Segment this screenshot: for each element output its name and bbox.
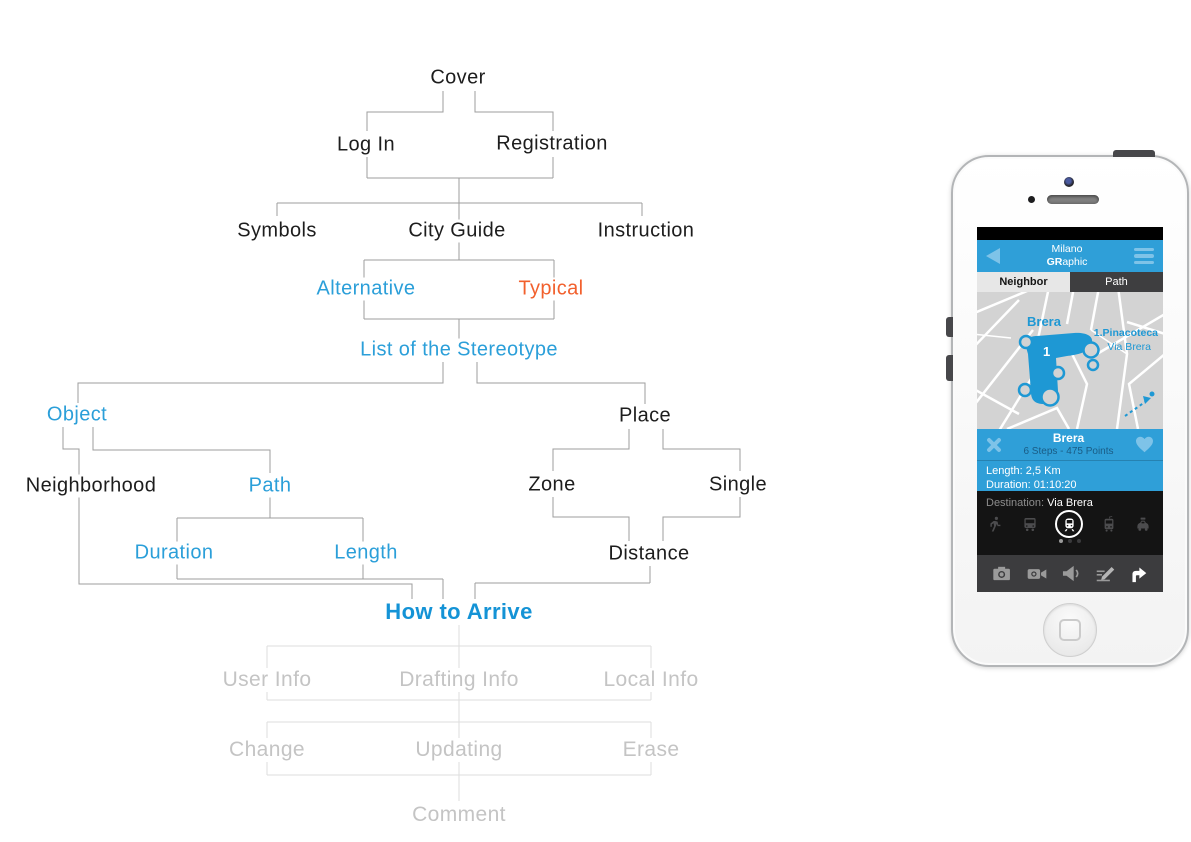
- route-info-bar: Brera 6 Steps - 475 Points: [977, 429, 1163, 460]
- node-updating: Updating: [408, 738, 510, 762]
- walking-route-hint: [1124, 391, 1155, 417]
- proximity-sensor: [1028, 196, 1035, 203]
- node-neighborhood: Neighborhood: [20, 474, 162, 498]
- destination-label: Destination:: [986, 497, 1045, 509]
- map-graphics: [977, 292, 1163, 429]
- node-distance: Distance: [603, 542, 695, 566]
- diagram-connector-lines: [62, 91, 741, 801]
- node-user-info: User Info: [215, 668, 319, 692]
- pagination-dots: [986, 539, 1154, 543]
- node-list-of-the-stereotype: List of the Stereotype: [355, 338, 563, 362]
- transport-mode-row: [986, 510, 1154, 538]
- directions-fork-icon[interactable]: [1129, 564, 1148, 583]
- media-action-bar: [977, 555, 1163, 592]
- dot: [1077, 539, 1081, 543]
- node-single: Single: [704, 473, 772, 497]
- destination-value: Via Brera: [1047, 497, 1093, 509]
- map-view[interactable]: Brera 1 1.Pinacoteca Via Brera: [977, 292, 1163, 429]
- close-icon[interactable]: [986, 437, 1002, 453]
- app-title: Milano GRaphic: [1047, 243, 1088, 268]
- edit-pen-icon[interactable]: [1095, 565, 1116, 583]
- iphone-mockup: Milano GRaphic Neighbor Path: [946, 150, 1189, 667]
- status-bar: [977, 227, 1163, 240]
- route-area-blob: [1025, 332, 1093, 404]
- mute-switch: [946, 317, 953, 337]
- bus-icon[interactable]: [1022, 516, 1038, 532]
- back-icon[interactable]: [986, 248, 1000, 264]
- route-meta: 6 Steps - 475 Points: [1023, 445, 1114, 457]
- app-title-line1: Milano: [1051, 243, 1083, 256]
- front-camera: [1064, 177, 1074, 187]
- node-object: Object: [41, 403, 113, 427]
- power-button: [1113, 150, 1155, 157]
- map-area-label: Brera: [1027, 314, 1061, 329]
- node-duration: Duration: [129, 541, 219, 565]
- node-symbols: Symbols: [232, 219, 322, 243]
- node-city-guide: City Guide: [403, 219, 511, 243]
- node-local-info: Local Info: [596, 668, 706, 692]
- taxi-icon[interactable]: [1134, 516, 1152, 532]
- map-marker-number: 1: [1043, 344, 1051, 359]
- camera-icon[interactable]: [992, 565, 1013, 583]
- menu-icon[interactable]: [1133, 247, 1154, 265]
- route-stats: Length: 2,5 Km Duration: 01:10:20: [977, 460, 1163, 491]
- volume-button: [946, 355, 953, 381]
- earpiece-speaker: [1047, 195, 1099, 204]
- node-instruction: Instruction: [592, 219, 700, 243]
- walk-icon[interactable]: [988, 516, 1004, 532]
- tram-icon[interactable]: [1101, 516, 1117, 532]
- node-how-to-arrive: How to Arrive: [378, 599, 540, 625]
- map-poi-name: 1.Pinacoteca: [1093, 327, 1158, 339]
- app-header: Milano GRaphic: [977, 240, 1163, 272]
- route-name: Brera: [1052, 431, 1085, 446]
- node-place: Place: [613, 404, 677, 428]
- route-length: Length: 2,5 Km: [986, 465, 1061, 477]
- node-drafting-info: Drafting Info: [392, 668, 526, 692]
- route-duration: Duration: 01:10:20: [986, 479, 1077, 492]
- tab-path[interactable]: Path: [1070, 272, 1163, 292]
- app-title-line2: GRaphic: [1046, 256, 1088, 268]
- node-comment: Comment: [405, 803, 513, 827]
- node-zone: Zone: [523, 473, 581, 497]
- home-button[interactable]: [1043, 603, 1097, 657]
- dot: [1068, 539, 1072, 543]
- app-screen: Milano GRaphic Neighbor Path: [977, 227, 1163, 592]
- dot-active: [1059, 539, 1063, 543]
- megaphone-icon[interactable]: [1061, 565, 1081, 582]
- metro-icon: [1064, 518, 1074, 531]
- node-erase: Erase: [615, 738, 687, 762]
- node-length: Length: [329, 541, 403, 565]
- video-camera-icon[interactable]: [1026, 566, 1048, 582]
- tab-bar: Neighbor Path: [977, 272, 1163, 292]
- node-change: Change: [222, 738, 312, 762]
- tab-neighbor[interactable]: Neighbor: [977, 272, 1070, 292]
- metro-icon-selected[interactable]: [1055, 510, 1083, 538]
- favorite-heart-icon[interactable]: [1135, 436, 1154, 453]
- destination-panel: Destination: Via Brera: [977, 491, 1163, 555]
- node-registration: Registration: [491, 132, 613, 156]
- node-cover: Cover: [425, 66, 491, 90]
- node-typical: Typical: [513, 277, 589, 301]
- node-alternative: Alternative: [311, 277, 421, 301]
- node-path: Path: [243, 474, 297, 498]
- map-poi-street: Via Brera: [1107, 341, 1151, 353]
- node-log-in: Log In: [331, 133, 401, 157]
